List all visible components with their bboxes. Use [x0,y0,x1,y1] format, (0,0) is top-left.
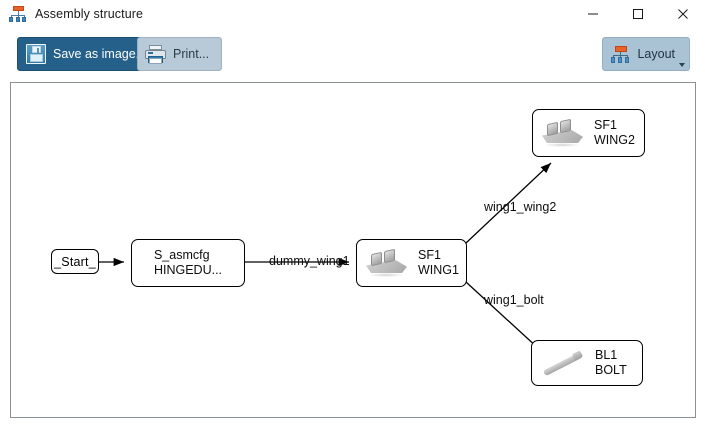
close-icon[interactable] [660,0,705,28]
node-label-wing1: SF1 WING1 [418,247,459,277]
maximize-icon[interactable] [615,0,660,28]
edge-label-dummy-wing1: dummy_wing1 [269,254,350,268]
bolt-icon [540,347,586,379]
diagram-node-wing2[interactable]: SF1 WING2 [532,109,645,157]
layout-button[interactable]: Layout [602,37,690,71]
chevron-down-icon[interactable] [679,63,685,67]
edge-label-wing1-bolt: wing1_bolt [484,293,544,307]
window-title: Assembly structure [35,7,144,21]
minimize-icon[interactable] [570,0,615,28]
printer-icon [145,44,166,64]
layout-label: Layout [637,47,675,61]
diagram-canvas[interactable]: _Start_ S_asmcfg HINGEDU... SF1 WING1 [10,82,696,418]
diagram-node-wing1[interactable]: SF1 WING1 [356,239,467,287]
diagram-node-start[interactable]: _Start_ [51,249,99,274]
part-icon [541,118,585,148]
org-chart-icon [9,6,27,22]
part-icon [365,248,409,278]
window-controls [570,0,705,28]
org-chart-icon [611,45,630,63]
diagram-node-asmcfg[interactable]: S_asmcfg HINGEDU... [131,239,245,287]
toolbar: Save as image... Print... [0,28,705,80]
node-label-wing2: SF1 WING2 [594,117,635,147]
print-button[interactable]: Print... [137,37,223,71]
save-as-image-label: Save as image... [53,47,147,61]
edge-label-wing1-wing2: wing1_wing2 [484,200,557,214]
save-as-image-button[interactable]: Save as image... [17,37,160,71]
node-label-asmcfg: S_asmcfg HINGEDU... [153,247,223,277]
floppy-disk-icon [26,44,46,64]
title-bar: Assembly structure [0,0,705,28]
node-label-start: _Start_ [54,254,96,269]
diagram-node-bolt[interactable]: BL1 BOLT [531,340,643,386]
print-label: Print... [173,47,210,61]
node-label-bolt: BL1 BOLT [595,347,627,377]
